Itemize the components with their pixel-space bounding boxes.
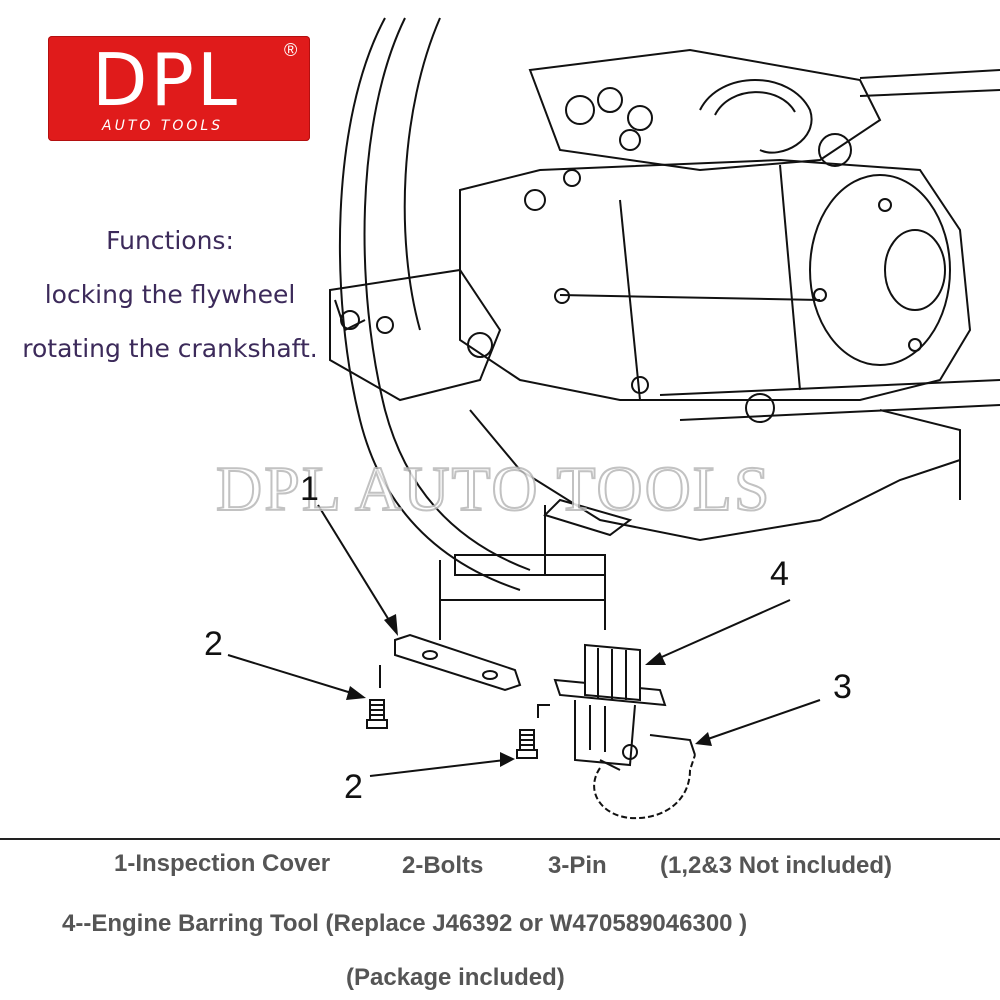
engine-starter-line-art — [227, 17, 1000, 820]
callout-3: 3 — [833, 668, 852, 706]
function-item-rotate: rotating the crankshaft. — [22, 334, 318, 363]
logo-subtitle: AUTO TOOLS — [102, 118, 224, 134]
function-item-lock: locking the flywheel — [44, 280, 296, 309]
registered-mark: ® — [284, 40, 298, 60]
legend-package-note: (Package included) — [346, 964, 565, 991]
watermark-text: DPL AUTO TOOLS — [215, 452, 772, 525]
legend-item-4: 4--Engine Barring Tool (Replace J46392 o… — [62, 910, 748, 937]
legend-divider — [0, 838, 1000, 840]
callout-1: 1 — [300, 470, 319, 508]
legend-item-3: 3-Pin — [548, 852, 607, 879]
dpl-logo: DPL ® AUTO TOOLS — [48, 36, 310, 141]
legend-item-2: 2-Bolts — [402, 852, 484, 879]
callout-2-bottom: 2 — [344, 768, 363, 806]
callout-2-top: 2 — [204, 625, 223, 663]
callout-4: 4 — [770, 555, 789, 593]
functions-heading: Functions: — [106, 226, 234, 255]
logo-wordmark: DPL — [92, 38, 240, 122]
legend-item-1: 1-Inspection Cover — [114, 850, 331, 877]
legend-note: (1,2&3 Not included) — [660, 852, 893, 879]
